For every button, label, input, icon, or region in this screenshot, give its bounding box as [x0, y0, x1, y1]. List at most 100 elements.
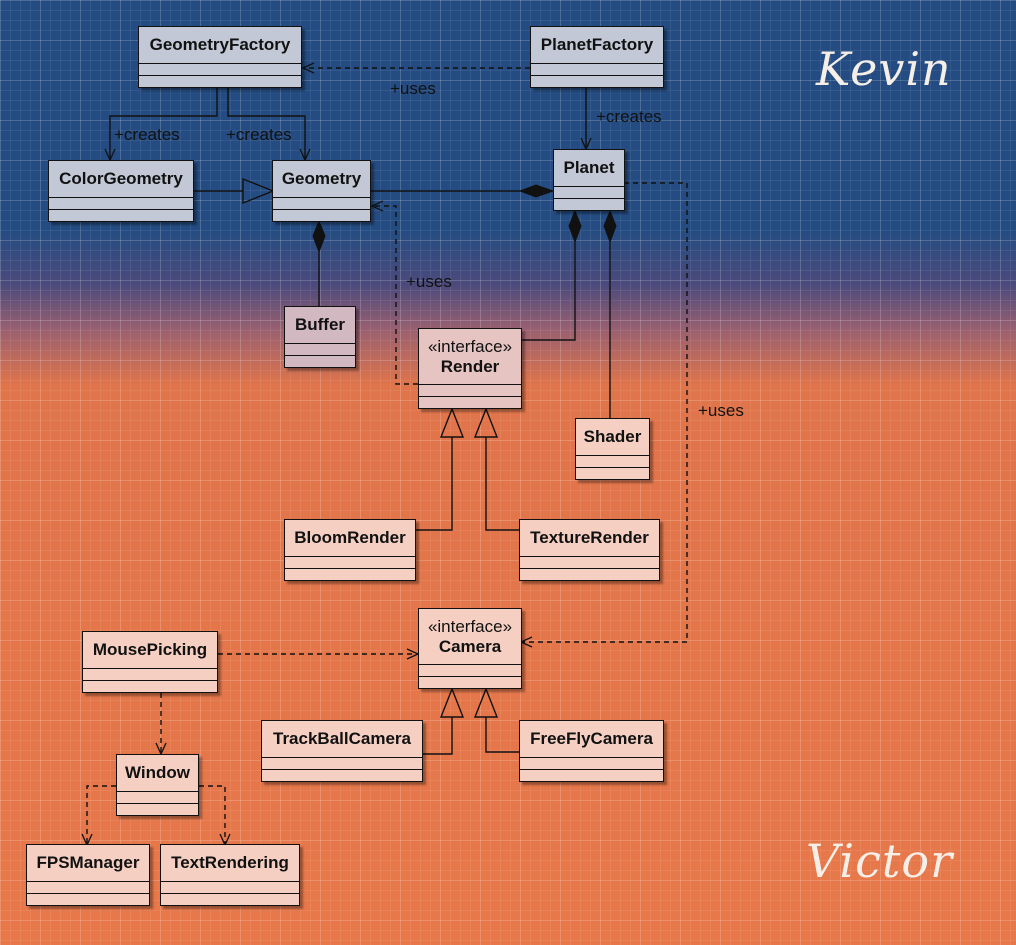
attributes-section — [83, 668, 217, 680]
class-planetfactory[interactable]: PlanetFactory — [530, 26, 664, 88]
composition-diamond-planet-shader — [603, 209, 617, 244]
class-name: Render — [440, 356, 500, 376]
generalization-freefly-camera — [485, 717, 519, 753]
generalization-triangle-camera-right — [473, 687, 499, 718]
attributes-section — [520, 556, 659, 568]
label-uses-render: +uses — [406, 272, 452, 291]
class-name: MousePicking — [92, 640, 208, 659]
class-name: Window — [125, 763, 190, 782]
methods-section — [273, 209, 370, 221]
attributes-section — [27, 881, 149, 893]
class-name: TrackBallCamera — [273, 729, 411, 748]
attributes-section — [117, 791, 198, 803]
stereotype-label: «interface» — [427, 336, 513, 356]
label-creates-planet: +creates — [596, 107, 662, 126]
composition-diamond-planet-left — [518, 184, 555, 198]
class-name: Shader — [583, 427, 642, 446]
class-texturerender[interactable]: TextureRender — [519, 519, 660, 581]
class-bloomrender[interactable]: BloomRender — [284, 519, 416, 581]
attributes-section — [531, 63, 663, 75]
class-name: Planet — [563, 158, 615, 177]
class-name: Buffer — [294, 315, 346, 334]
class-name: PlanetFactory — [540, 35, 654, 54]
attributes-section — [576, 455, 649, 467]
methods-section — [139, 75, 301, 87]
class-name: TextRendering — [171, 853, 289, 872]
class-window[interactable]: Window — [116, 754, 199, 816]
uses-edge-geometry-render — [370, 200, 418, 385]
class-name: TextureRender — [530, 528, 649, 547]
attributes-section — [161, 881, 299, 893]
uses-edge-window-textrendering — [199, 785, 231, 847]
class-name: Geometry — [281, 169, 362, 188]
label-uses-camera: +uses — [698, 401, 744, 420]
generalization-triangle-render-right — [473, 407, 499, 438]
class-name: Camera — [438, 636, 502, 656]
attributes-section — [419, 384, 521, 396]
class-shader[interactable]: Shader — [575, 418, 650, 480]
methods-section — [520, 568, 659, 580]
generalization-bloomrender-render — [416, 437, 453, 531]
class-planet[interactable]: Planet — [553, 149, 625, 211]
methods-section — [49, 209, 193, 221]
generalization-texturerender-render — [485, 437, 519, 531]
methods-section — [419, 676, 521, 688]
attributes-section — [520, 757, 663, 769]
attributes-section — [285, 343, 355, 355]
methods-section — [419, 396, 521, 408]
class-fpsmanager[interactable]: FPSManager — [26, 844, 150, 906]
class-mousepicking[interactable]: MousePicking — [82, 631, 218, 693]
methods-section — [117, 803, 198, 815]
methods-section — [285, 568, 415, 580]
label-uses-factories: +uses — [390, 79, 436, 98]
methods-section — [520, 769, 663, 781]
attributes-section — [285, 556, 415, 568]
attributes-section — [273, 197, 370, 209]
stereotype-label: «interface» — [427, 616, 513, 636]
methods-section — [554, 198, 624, 210]
attributes-section — [554, 186, 624, 198]
methods-section — [27, 893, 149, 905]
class-name: FPSManager — [36, 853, 140, 872]
uses-edge-window-fpsmanager — [81, 785, 116, 847]
methods-section — [576, 467, 649, 479]
generalization-triangle-geometry — [242, 177, 275, 205]
class-name: ColorGeometry — [59, 169, 183, 188]
label-creates-geometry: +creates — [226, 125, 292, 144]
uses-edge-planet-camera — [519, 182, 688, 648]
generalization-trackball-camera — [422, 717, 453, 755]
signature-victor: Victor — [806, 834, 954, 888]
attributes-section — [262, 757, 422, 769]
class-geometryfactory[interactable]: GeometryFactory — [138, 26, 302, 88]
generalization-triangle-render-left — [439, 407, 465, 438]
composition-diamond-planet-render — [568, 209, 582, 244]
class-camera[interactable]: «interface» Camera — [418, 608, 522, 689]
class-name: FreeFlyCamera — [530, 729, 653, 748]
class-textrendering[interactable]: TextRendering — [160, 844, 300, 906]
label-creates-colorgeometry: +creates — [114, 125, 180, 144]
class-geometry[interactable]: Geometry — [272, 160, 371, 222]
composition-render-planet — [521, 242, 576, 341]
class-freeflycamera[interactable]: FreeFlyCamera — [519, 720, 664, 782]
attributes-section — [419, 664, 521, 676]
methods-section — [161, 893, 299, 905]
class-buffer[interactable]: Buffer — [284, 306, 356, 368]
class-render[interactable]: «interface» Render — [418, 328, 522, 409]
attributes-section — [49, 197, 193, 209]
creates-edge-colorgeometry — [104, 88, 218, 162]
class-name: GeometryFactory — [149, 35, 291, 54]
generalization-triangle-camera-left — [439, 687, 465, 718]
class-name: BloomRender — [294, 528, 406, 547]
composition-diamond-geometry-bottom — [312, 219, 326, 254]
methods-section — [531, 75, 663, 87]
attributes-section — [139, 63, 301, 75]
creates-edge-geometry — [227, 88, 311, 162]
signature-kevin: Kevin — [816, 42, 952, 96]
methods-section — [262, 769, 422, 781]
class-trackballcamera[interactable]: TrackBallCamera — [261, 720, 423, 782]
methods-section — [285, 355, 355, 367]
methods-section — [83, 680, 217, 692]
class-colorgeometry[interactable]: ColorGeometry — [48, 160, 194, 222]
